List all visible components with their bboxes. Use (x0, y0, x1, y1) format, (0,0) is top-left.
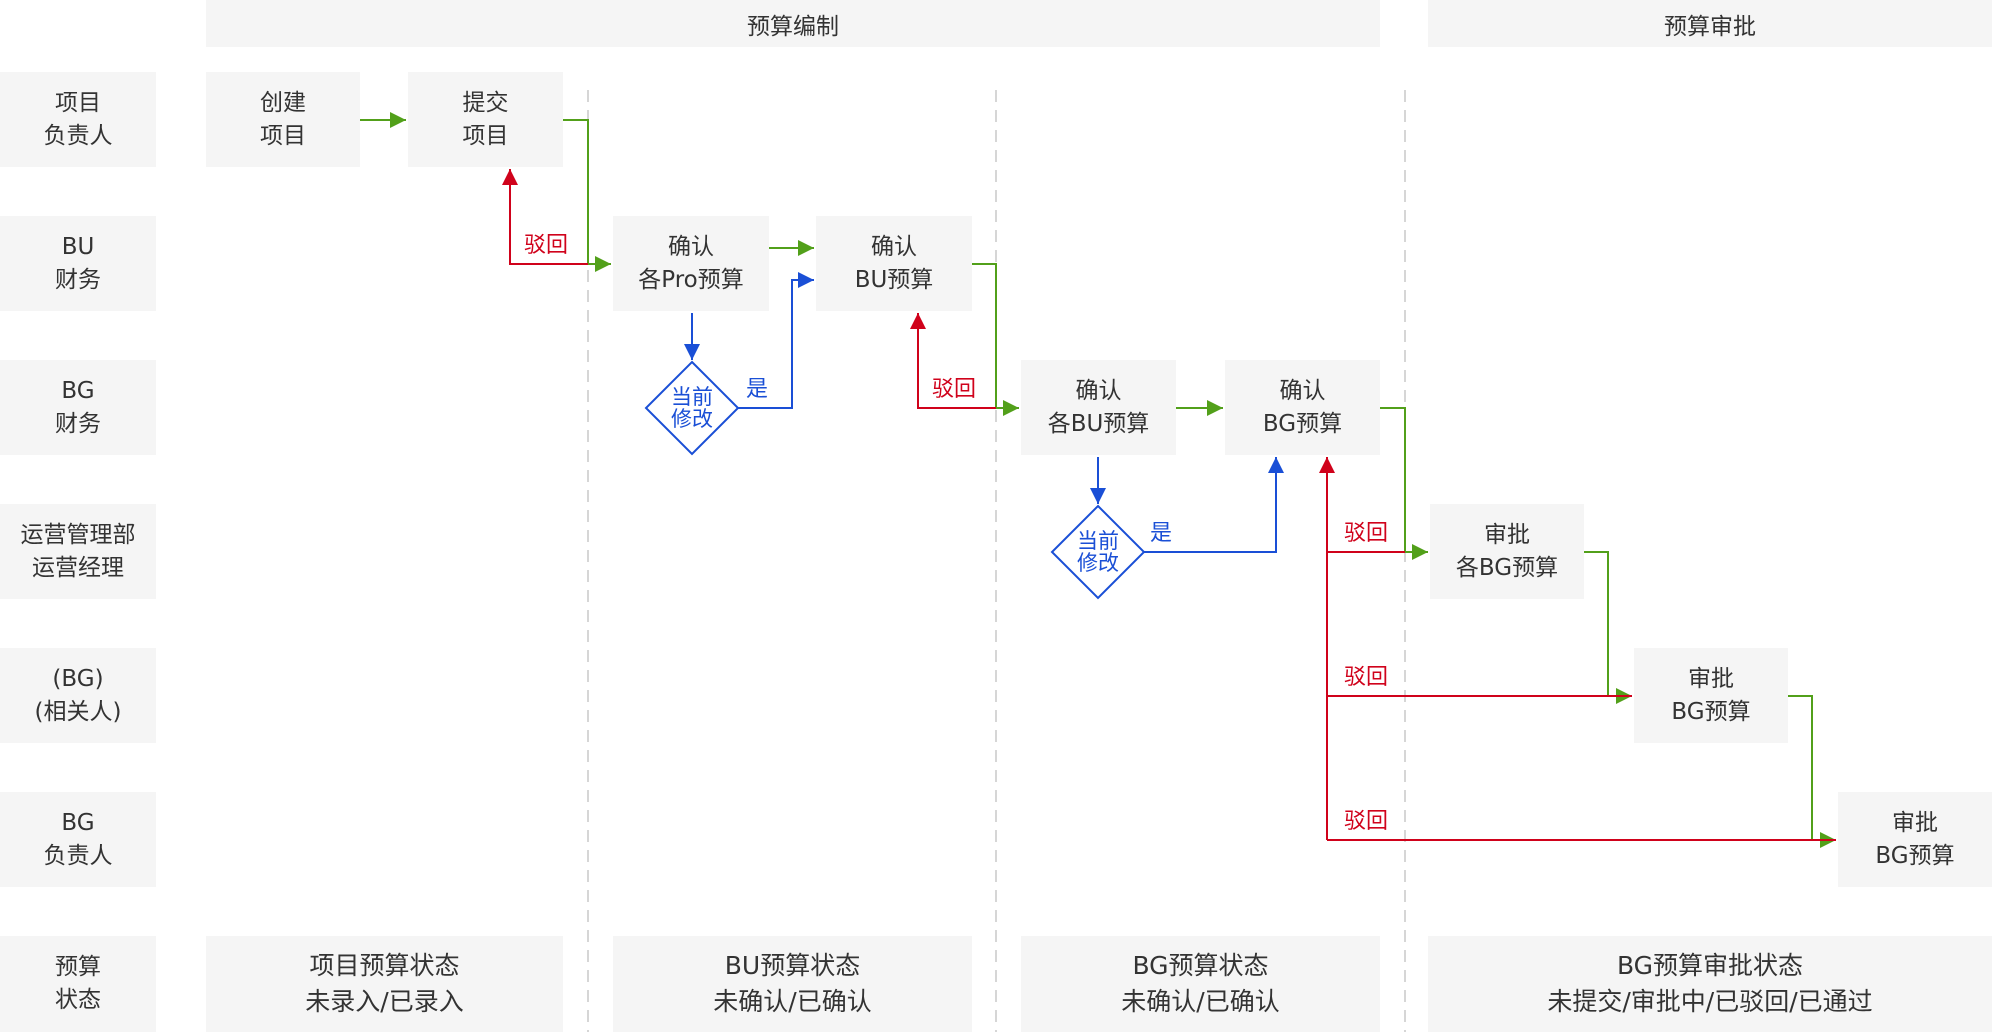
status-bg-approval: BG预算审批状态未提交/审批中/已驳回/已通过 (1428, 936, 1992, 1032)
reject-label-2: 驳回 (932, 377, 977, 402)
flow-decision-yes-to-bu (738, 272, 814, 409)
node-create-project[interactable]: 创建项目 (206, 72, 360, 167)
flow-related-to-head (1788, 695, 1836, 848)
reject-label-3: 驳回 (1344, 521, 1389, 546)
phase-header-approve: 预算审批 (1428, 0, 1992, 47)
status-project-budget: 项目预算状态未录入/已录入 (206, 936, 563, 1032)
lane-budget-status: 预算状态 (0, 936, 156, 1032)
decision-diamond-1 (644, 360, 740, 456)
decision-modify-text-1: 当前修改 (671, 385, 713, 431)
reject-to-submit-project (502, 169, 588, 265)
decision-diamond-2 (1050, 504, 1146, 600)
reject-label-5: 驳回 (1344, 809, 1389, 834)
flow-bu-to-each-bu (972, 263, 1019, 416)
lane-operations-manager: 运营管理部运营经理 (0, 504, 156, 599)
flow-decision-yes-to-bg (1144, 457, 1284, 553)
flow-bg-to-approve-each-bg (1380, 407, 1428, 560)
reject-label-1: 驳回 (524, 233, 569, 258)
lane-project-owner: 项目负责人 (0, 72, 156, 167)
reject-to-confirm-bu (910, 313, 996, 409)
flow-approve-each-bg-to-related (1584, 551, 1632, 704)
flow-submit-to-confirm-pro (563, 119, 611, 272)
decision-modify-text-2: 当前修改 (1077, 529, 1119, 575)
yes-label-1: 是 (746, 377, 769, 402)
phase-dividers (587, 90, 1406, 1032)
node-confirm-each-bu-budget[interactable]: 确认各BU预算 (1021, 360, 1176, 455)
node-approve-each-bg-budget[interactable]: 审批各BG预算 (1430, 504, 1584, 599)
node-submit-project[interactable]: 提交项目 (408, 72, 563, 167)
status-bu-budget: BU预算状态未确认/已确认 (613, 936, 972, 1032)
status-bg-budget: BG预算状态未确认/已确认 (1021, 936, 1380, 1032)
node-confirm-pro-budget[interactable]: 确认各Pro预算 (613, 216, 769, 311)
lane-bg-related: (BG)(相关人) (0, 648, 156, 743)
phase-header-compile: 预算编制 (206, 0, 1380, 47)
reject-label-4: 驳回 (1344, 665, 1389, 690)
yes-label-2: 是 (1150, 521, 1173, 546)
